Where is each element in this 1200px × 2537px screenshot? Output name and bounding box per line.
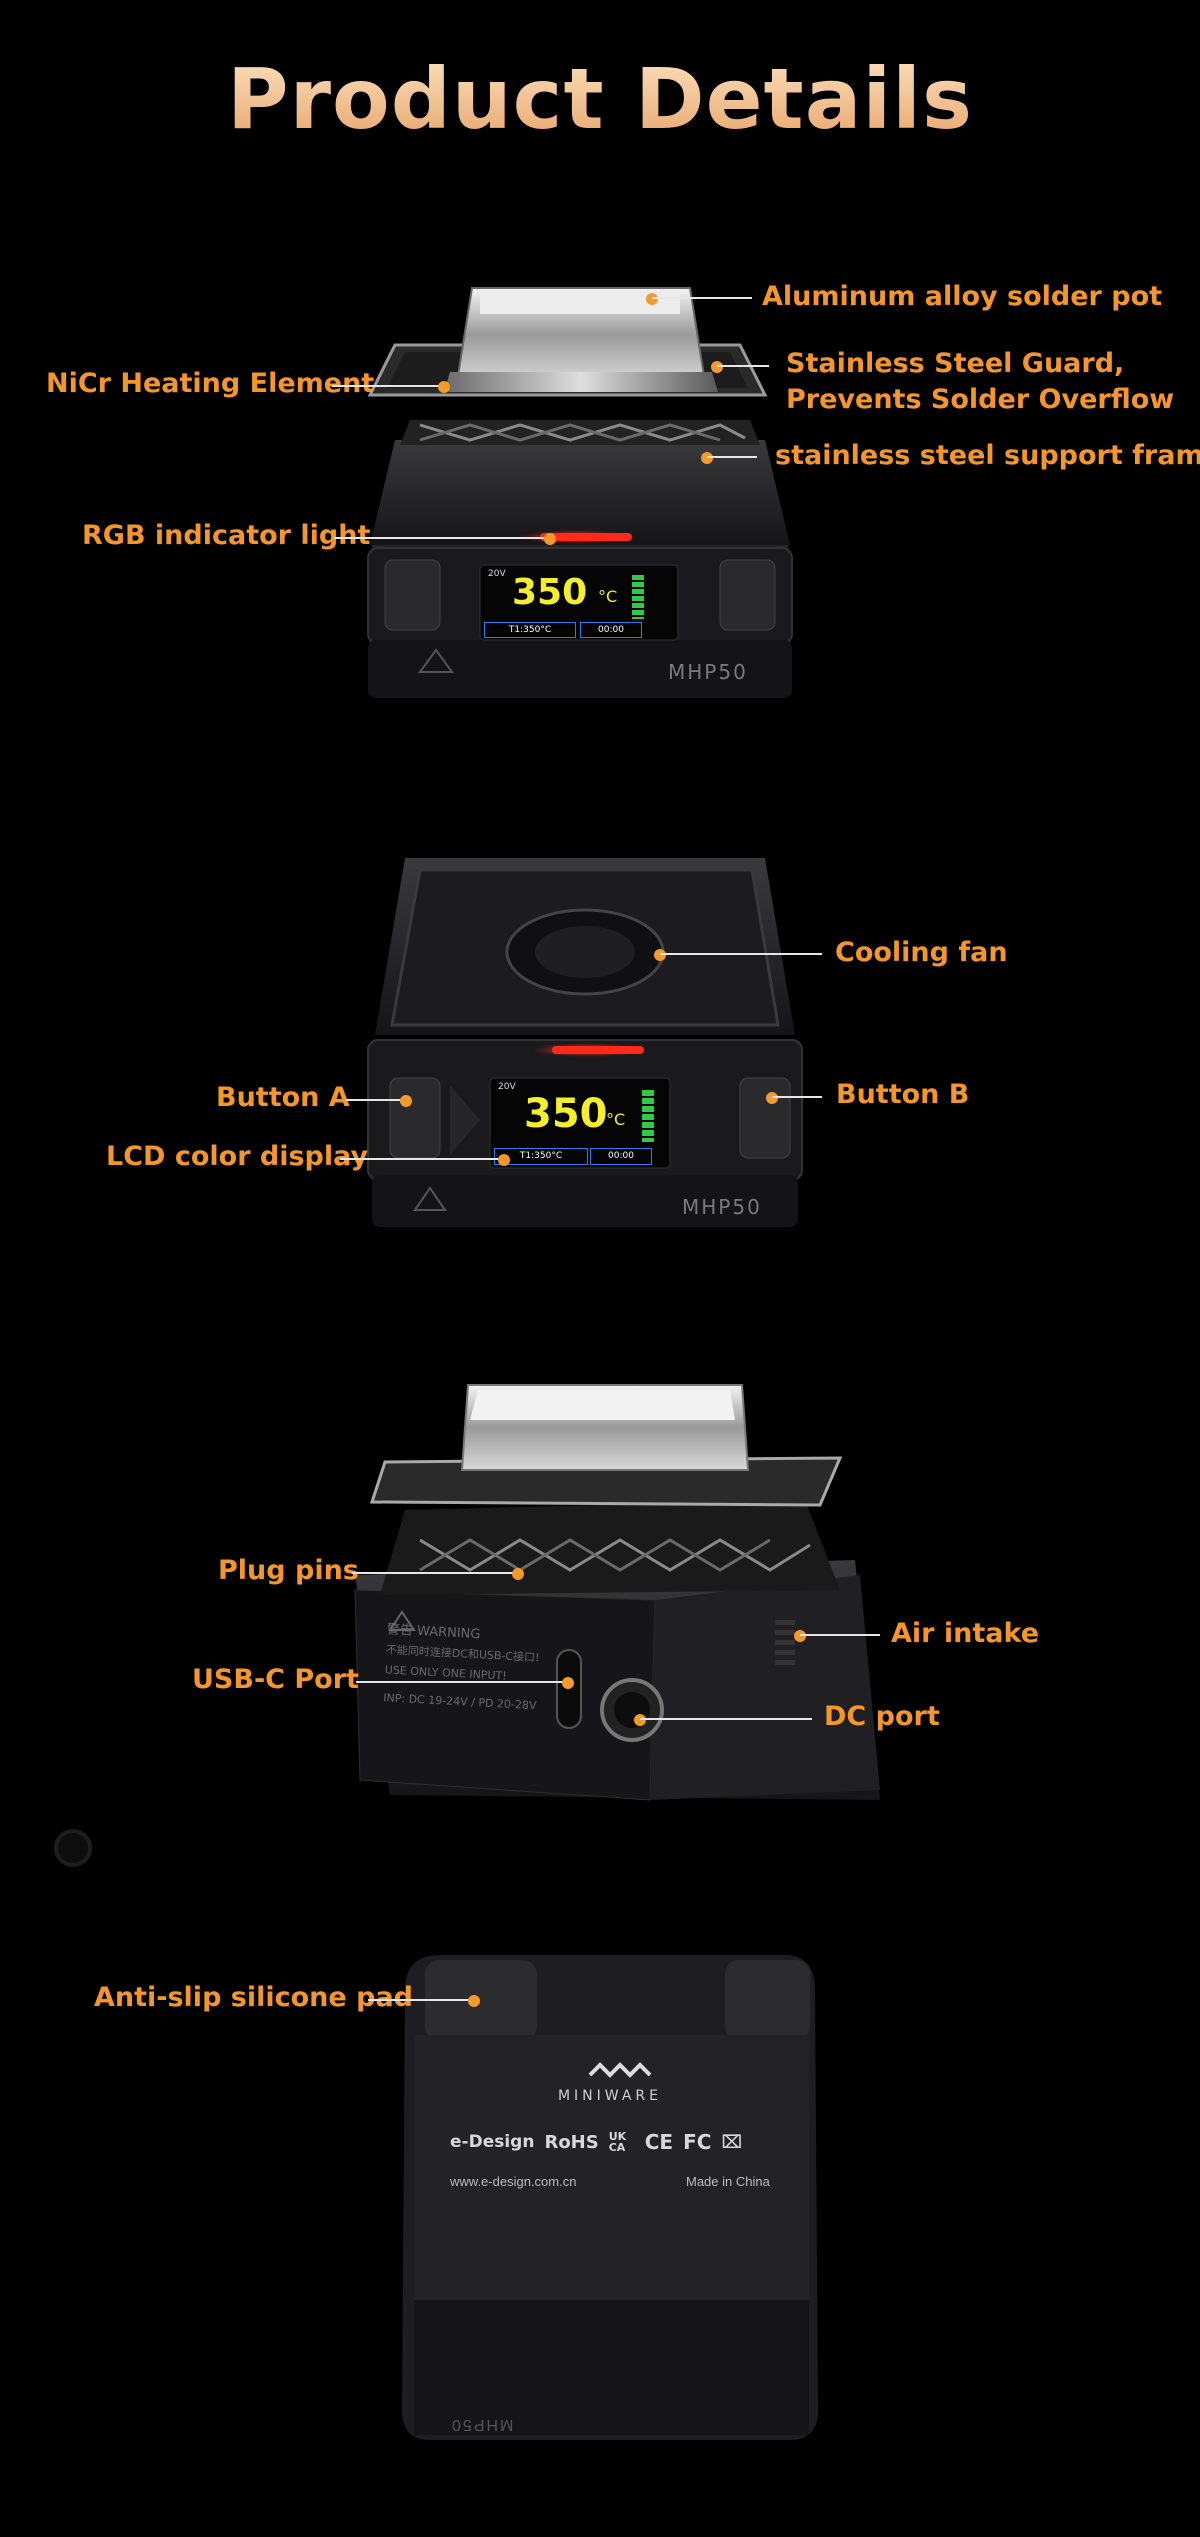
callout-dot-button-b [766, 1092, 778, 1104]
label-antislip-pad: Anti-slip silicone pad [94, 1982, 413, 2013]
screen-unit: °C [606, 1110, 626, 1129]
callout-line-guard [717, 365, 769, 367]
device-1-exploded [367, 287, 793, 698]
label-support-frame: stainless steel support frame [775, 440, 1200, 471]
decor-circle [54, 1829, 92, 1867]
screen-level-bars [642, 1090, 654, 1142]
callout-dot-air-intake [794, 1630, 806, 1642]
screen-voltage: 20V [488, 569, 506, 579]
website: www.e-design.com.cn [450, 2174, 577, 2189]
cert-ukca: UK CA [608, 2130, 627, 2154]
callout-line-air-intake [800, 1634, 880, 1636]
callout-dot-antislip [468, 1995, 480, 2007]
brand-name: MINIWARE [557, 2088, 663, 2104]
callout-line-nicr [332, 385, 444, 387]
callout-line-rgb [334, 537, 550, 539]
label-nicr-heating: NiCr Heating Element [46, 368, 375, 399]
cert-rohs: RoHS [544, 2131, 599, 2153]
label-rgb-light: RGB indicator light [82, 520, 371, 551]
callout-dot-fan [654, 949, 666, 961]
callout-dot-plug-pins [512, 1568, 524, 1580]
certification-row: e-Design RoHS UK CA CE FC ⌧ [450, 2130, 742, 2154]
label-lcd-display: LCD color display [106, 1141, 369, 1172]
device-2-front [367, 858, 803, 1227]
callout-line-dc-port [640, 1718, 812, 1720]
callout-dot-dc-port [634, 1714, 646, 1726]
cert-ce: CE [644, 2130, 674, 2154]
cert-fc: FC [683, 2130, 712, 2154]
screen-temperature: 350 [524, 1091, 608, 1137]
device-2-model: MHP50 [682, 1195, 762, 1219]
callout-line-frame [707, 456, 757, 458]
device-1-screen: 20V 350 °C T1:350°C 00:00 [480, 565, 678, 640]
screen-timer: 00:00 [590, 1148, 652, 1165]
callout-line-usbc [356, 1681, 568, 1683]
screen-unit: °C [598, 587, 618, 606]
callout-line-fan [660, 953, 822, 955]
callout-dot-rgb [544, 533, 556, 545]
device-4-model: MHP50 [450, 2416, 514, 2433]
device-4-bottom [402, 1955, 818, 2440]
callout-dot-pot [646, 293, 658, 305]
callout-line-button-a [346, 1099, 406, 1101]
screen-target: T1:350°C [484, 622, 576, 638]
screen-level-bars [632, 575, 644, 619]
label-guard-line-2: Prevents Solder Overflow [786, 384, 1175, 415]
label-air-intake: Air intake [891, 1618, 1040, 1649]
label-plug-pins: Plug pins [218, 1555, 359, 1586]
label-usbc-port: USB-C Port [192, 1664, 359, 1695]
label-button-b: Button B [836, 1079, 970, 1110]
screen-voltage: 20V [498, 1082, 516, 1092]
callout-dot-nicr [438, 381, 450, 393]
callout-line-antislip [368, 1999, 474, 2001]
callout-dot-guard [711, 361, 723, 373]
callout-line-button-b [772, 1096, 822, 1098]
label-button-a: Button A [216, 1082, 350, 1113]
label-guard-line-1: Stainless Steel Guard, [786, 348, 1125, 379]
page-title: Product Details [0, 50, 1200, 148]
warning-label: 警告 WARNING 不能同时连接DC和USB-C接口! USE ONLY ON… [383, 1620, 567, 1717]
callout-line-plug-pins [352, 1572, 518, 1574]
cert-edesign: e-Design [450, 2132, 535, 2152]
device-2-screen: 20V 350 °C T1:350°C 00:00 [490, 1078, 670, 1168]
screen-target: T1:350°C [494, 1148, 588, 1165]
label-dc-port: DC port [824, 1701, 940, 1732]
device-3-back [354, 1384, 880, 1801]
screen-temperature: 350 [512, 572, 588, 613]
callout-dot-button-a [400, 1095, 412, 1107]
device-1-model: MHP50 [668, 660, 748, 684]
weee-icon: ⌧ [721, 2131, 743, 2153]
callout-line-pot [652, 297, 752, 299]
screen-timer: 00:00 [580, 622, 642, 638]
callout-line-lcd [340, 1158, 504, 1160]
label-cooling-fan: Cooling fan [835, 937, 1008, 968]
label-aluminum-pot: Aluminum alloy solder pot [762, 281, 1163, 312]
callout-dot-usbc [562, 1677, 574, 1689]
made-in: Made in China [686, 2174, 770, 2189]
callout-dot-frame [701, 452, 713, 464]
callout-dot-lcd [498, 1154, 510, 1166]
